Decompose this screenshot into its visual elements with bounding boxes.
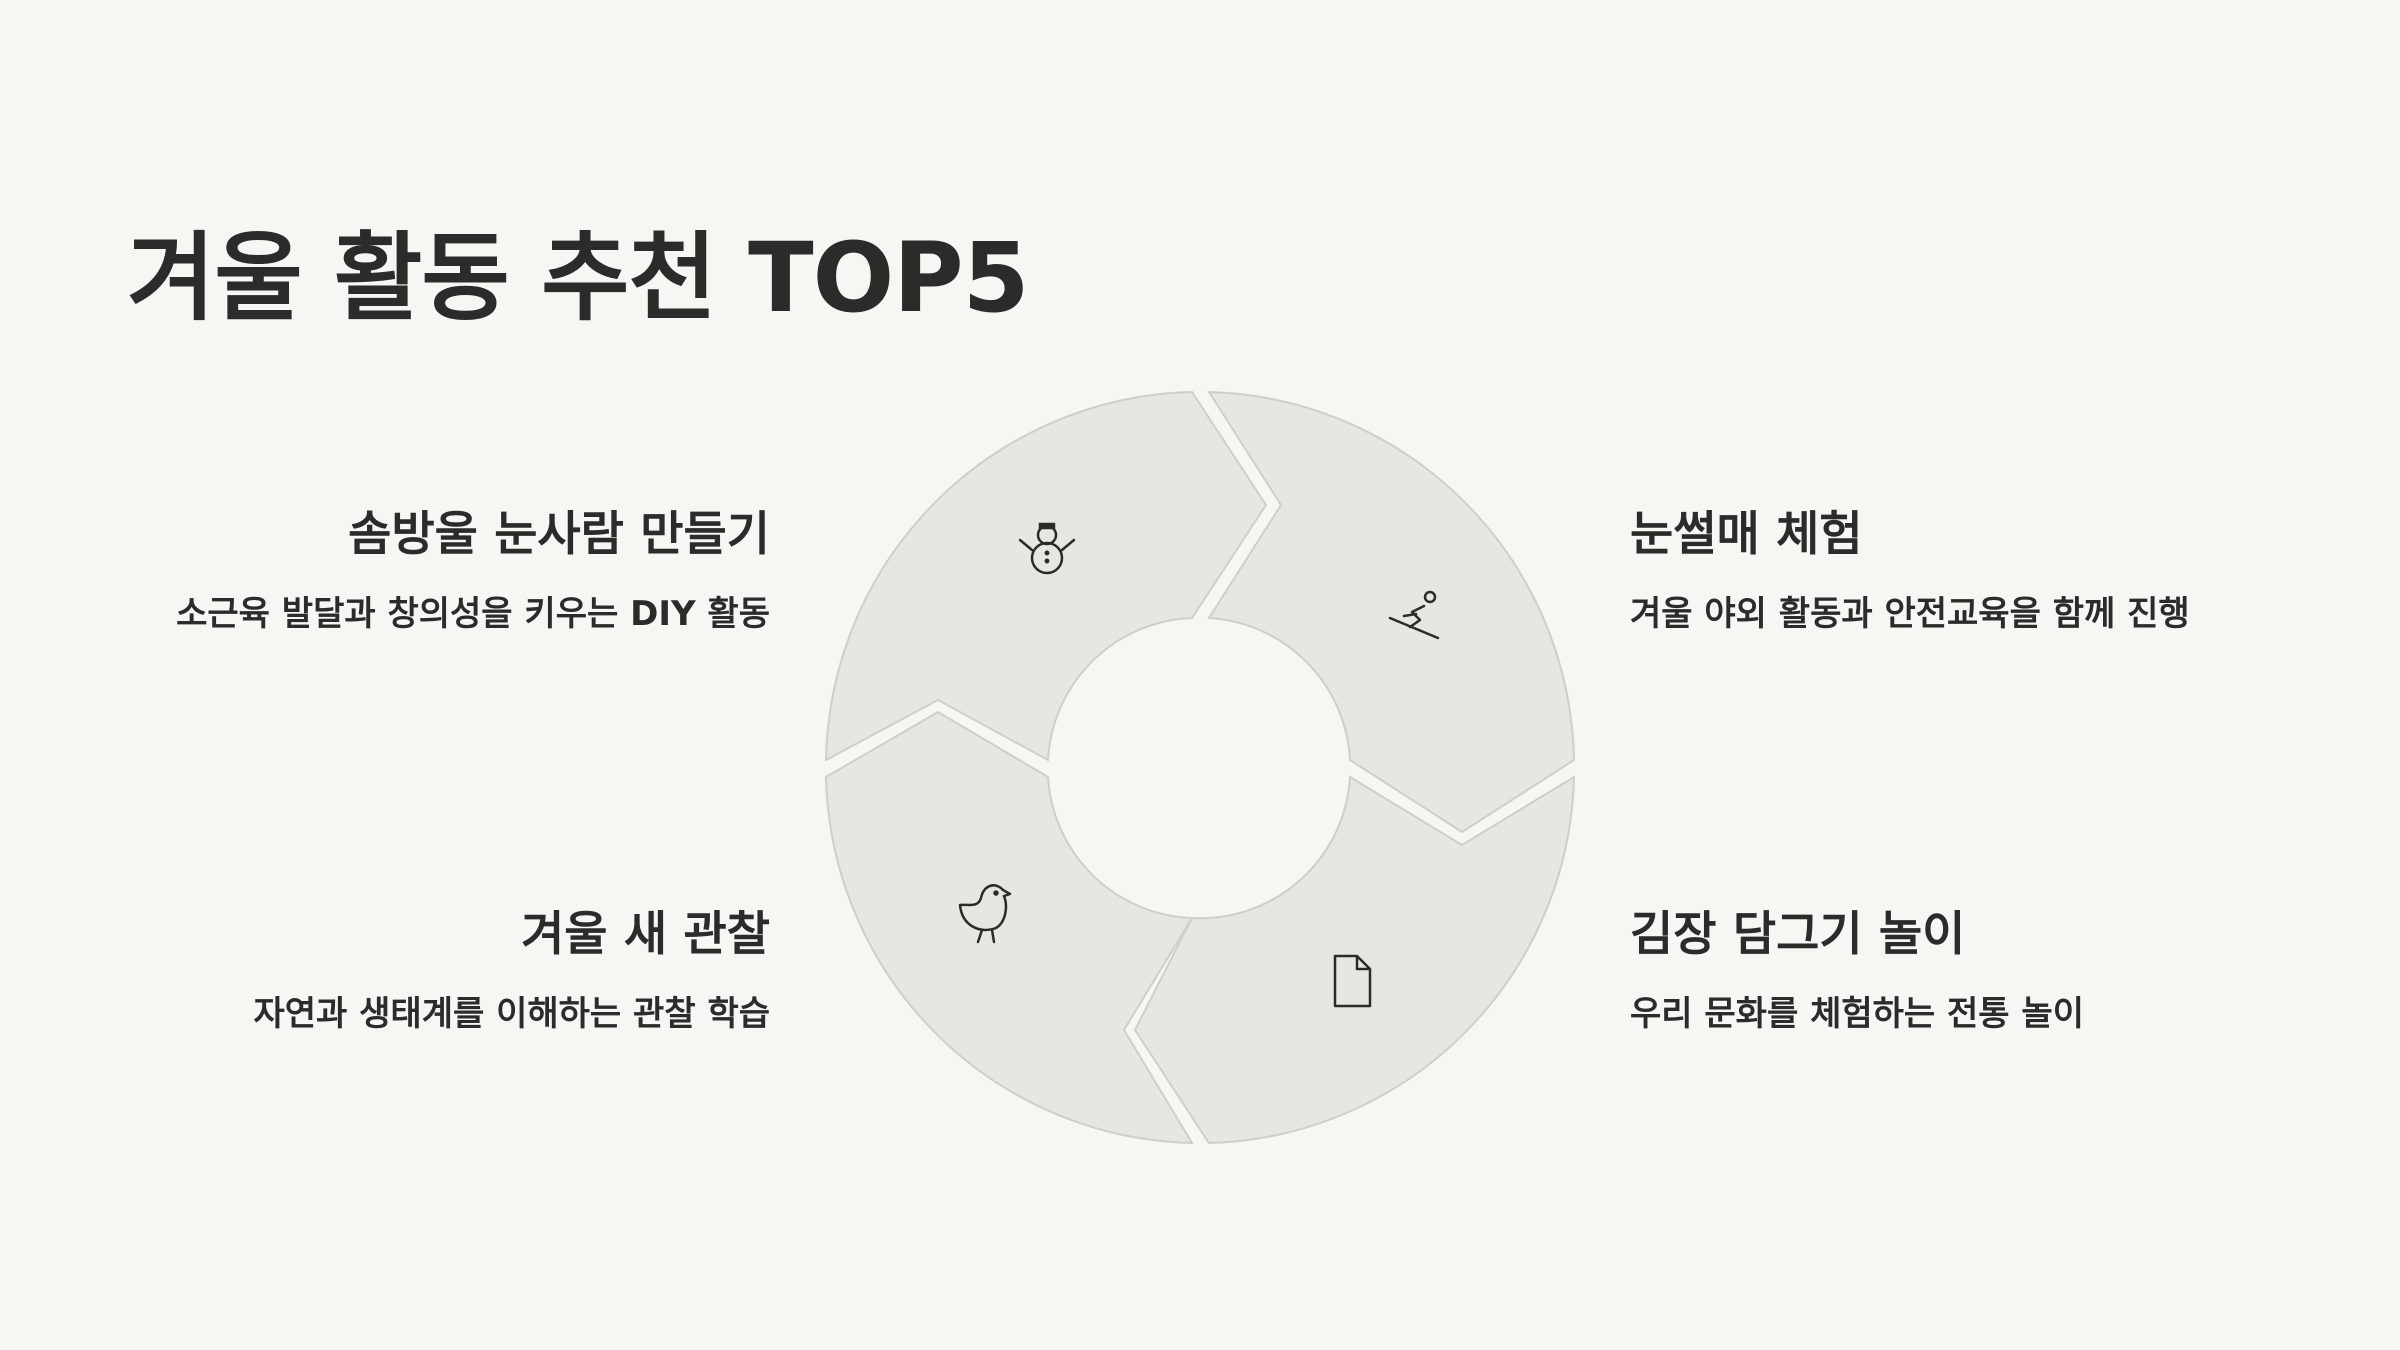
cycle-segment-1 xyxy=(824,390,1268,762)
cycle-segment-4 xyxy=(824,710,1194,1145)
sledding-icon xyxy=(1388,590,1440,640)
cycle-segment-3 xyxy=(1133,775,1576,1145)
activity-2-title: 눈썰매 체험 xyxy=(1630,507,1863,562)
activity-1: 솜방울 눈사람 만들기 소근육 발달과 창의성을 키우는 DIY 활동 xyxy=(176,495,770,635)
activity-3-desc: 자연과 생태계를 이해하는 관찰 학습 xyxy=(253,994,770,1034)
activity-2: 눈썰매 체험 겨울 야외 활동과 안전교육을 함께 진행 xyxy=(1630,495,2190,635)
cycle-segment-2 xyxy=(1207,390,1576,834)
activity-2-desc: 겨울 야외 활동과 안전교육을 함께 진행 xyxy=(1630,594,2190,634)
document-icon xyxy=(1333,954,1372,1008)
activity-3: 겨울 새 관찰 자연과 생태계를 이해하는 관찰 학습 xyxy=(253,895,770,1035)
page-title: 겨울 활동 추천 TOP5 xyxy=(127,222,1029,334)
activity-4: 김장 담그기 놀이 우리 문화를 체험하는 전통 놀이 xyxy=(1630,895,2084,1035)
activity-4-title: 김장 담그기 놀이 xyxy=(1630,907,1966,962)
bird-icon xyxy=(958,884,1012,944)
activity-1-desc: 소근육 발달과 창의성을 키우는 DIY 활동 xyxy=(176,594,770,634)
activity-4-desc: 우리 문화를 체험하는 전통 놀이 xyxy=(1630,994,2084,1034)
snowman-icon xyxy=(1018,522,1076,575)
activity-3-title: 겨울 새 관찰 xyxy=(521,907,770,962)
activity-1-title: 솜방울 눈사람 만들기 xyxy=(348,507,770,562)
